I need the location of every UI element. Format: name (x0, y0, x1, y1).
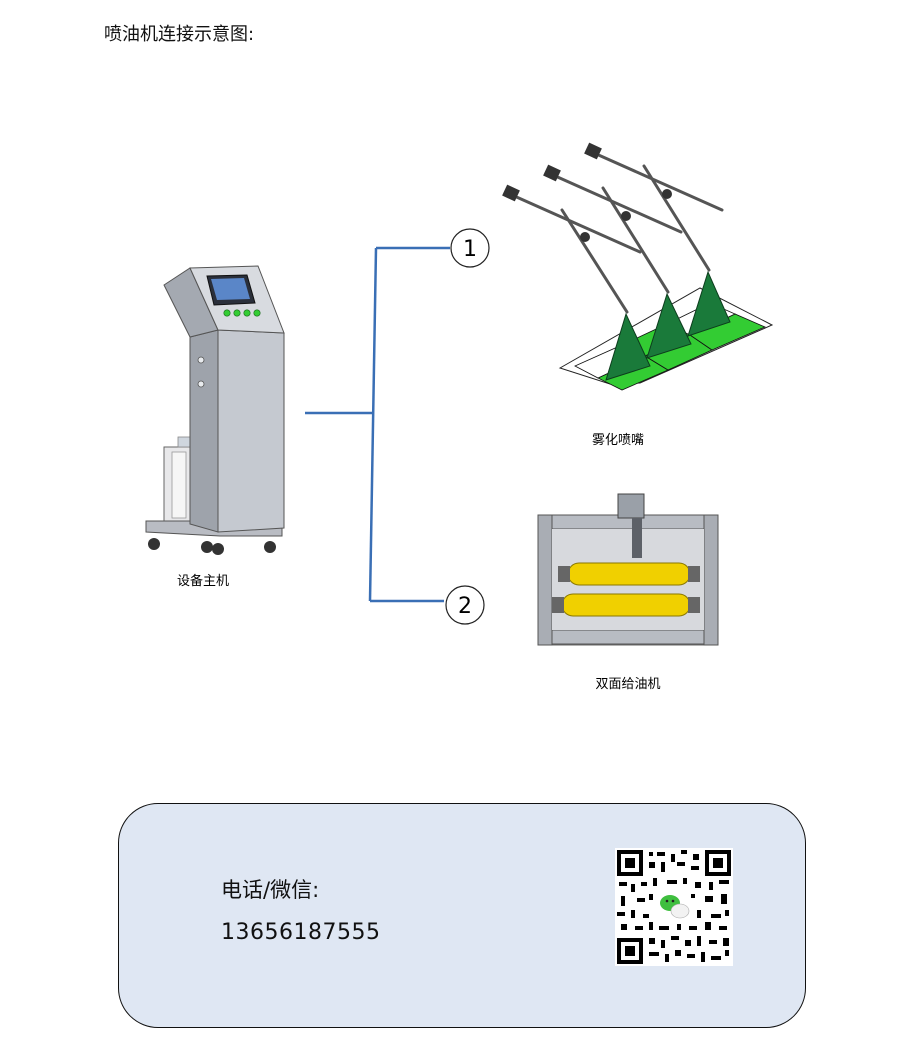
node-marker-2: 2 (445, 585, 485, 625)
double-sided-oiler-illustration (537, 493, 719, 646)
contact-label: 电话/微信: (221, 878, 320, 902)
contact-phone: 13656187555 (221, 920, 381, 945)
atomizing-nozzle-illustration (502, 142, 774, 391)
connector-lines (305, 246, 450, 603)
nozzle-caption: 雾化喷嘴 (592, 433, 644, 448)
node-number-1: 1 (463, 237, 477, 262)
node-number-2: 2 (458, 594, 472, 619)
connection-diagram: 1 2 (145, 142, 774, 692)
node-marker-1: 1 (450, 228, 490, 268)
wechat-qr-code[interactable] (615, 848, 733, 966)
wechat-logo-icon (657, 892, 691, 922)
main-unit-illustration (145, 265, 285, 555)
page-title: 喷油机连接示意图: (104, 24, 255, 45)
main-unit-caption: 设备主机 (177, 573, 229, 589)
oiler-caption: 双面给油机 (595, 677, 660, 692)
contact-card: 电话/微信: 13656187555 (118, 803, 806, 1028)
